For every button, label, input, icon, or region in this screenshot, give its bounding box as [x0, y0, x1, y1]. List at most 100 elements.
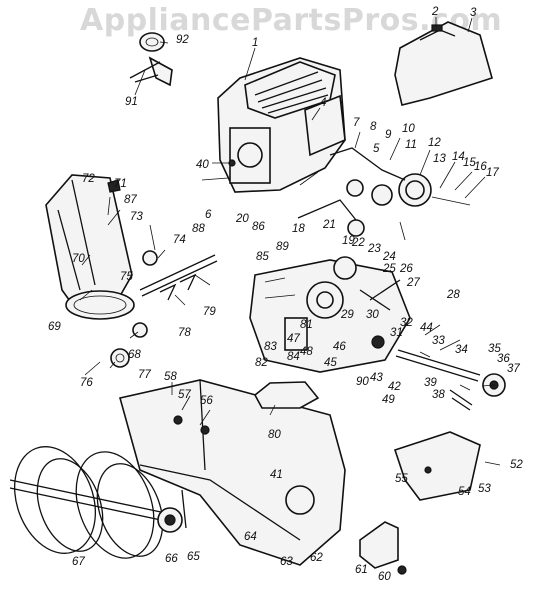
- skid-shoe: [359, 521, 407, 575]
- label-83: 83: [264, 341, 277, 353]
- label-8: 8: [370, 121, 377, 133]
- label-18: 18: [292, 223, 305, 235]
- label-79: 79: [203, 306, 216, 318]
- engine: [217, 57, 346, 193]
- label-60: 60: [378, 571, 391, 583]
- label-86: 86: [252, 221, 265, 233]
- label-10: 10: [402, 123, 415, 135]
- part-labels: 1 2 3 4 5 6 7 8 9 10 11 12 13 14 15 16 1…: [48, 6, 523, 583]
- label-22: 22: [351, 237, 365, 249]
- label-92: 92: [176, 34, 189, 46]
- label-49: 49: [382, 394, 395, 406]
- label-44: 44: [420, 322, 433, 334]
- label-34: 34: [455, 344, 468, 356]
- label-39: 39: [424, 377, 437, 389]
- label-58: 58: [164, 371, 177, 383]
- label-29: 29: [340, 309, 354, 321]
- label-32: 32: [400, 317, 413, 329]
- label-27: 27: [406, 277, 420, 289]
- label-9: 9: [385, 129, 392, 141]
- label-89: 89: [276, 241, 289, 253]
- engine-cover: [394, 21, 493, 106]
- label-67: 67: [72, 556, 85, 568]
- label-90: 90: [356, 376, 369, 388]
- label-69: 69: [48, 321, 61, 333]
- label-14: 14: [452, 151, 465, 163]
- drive-frame: [249, 256, 411, 373]
- label-75: 75: [120, 271, 133, 283]
- label-6: 6: [205, 209, 212, 221]
- label-1: 1: [252, 37, 258, 49]
- label-38: 38: [432, 389, 445, 401]
- label-31: 31: [390, 327, 403, 339]
- pulley-assembly: [297, 147, 471, 237]
- chute-crank: [139, 250, 218, 301]
- label-68: 68: [128, 349, 141, 361]
- label-12: 12: [428, 137, 441, 149]
- label-85: 85: [256, 251, 269, 263]
- leader-lines: [79, 17, 501, 466]
- label-87: 87: [124, 194, 137, 206]
- label-23: 23: [367, 243, 381, 255]
- label-88: 88: [192, 223, 205, 235]
- label-84: 84: [287, 351, 300, 363]
- label-43: 43: [370, 372, 383, 384]
- label-36: 36: [497, 353, 510, 365]
- label-19: 19: [342, 235, 355, 247]
- label-54: 54: [458, 486, 471, 498]
- label-45: 45: [324, 357, 337, 369]
- label-65: 65: [187, 551, 200, 563]
- auger-housing: [119, 379, 346, 566]
- label-35: 35: [488, 343, 501, 355]
- discharge-chute: [45, 174, 135, 320]
- label-61: 61: [355, 564, 368, 576]
- label-47: 47: [287, 333, 300, 345]
- label-16: 16: [474, 161, 487, 173]
- label-74: 74: [173, 234, 186, 246]
- label-81: 81: [300, 319, 313, 331]
- label-52: 52: [510, 459, 523, 471]
- label-28: 28: [446, 289, 460, 301]
- auger: [9, 446, 187, 559]
- label-13: 13: [433, 153, 446, 165]
- label-48: 48: [300, 346, 313, 358]
- label-71: 71: [114, 178, 127, 190]
- label-70: 70: [72, 253, 85, 265]
- label-7: 7: [353, 117, 360, 129]
- label-78: 78: [178, 327, 191, 339]
- label-2: 2: [431, 6, 439, 18]
- label-42: 42: [388, 381, 401, 393]
- label-33: 33: [432, 335, 445, 347]
- label-63: 63: [280, 556, 293, 568]
- label-21: 21: [322, 219, 336, 231]
- label-4: 4: [320, 97, 326, 109]
- label-77: 77: [138, 369, 151, 381]
- label-55: 55: [395, 473, 408, 485]
- label-5: 5: [373, 143, 380, 155]
- label-73: 73: [130, 211, 143, 223]
- key-switch: [129, 32, 173, 87]
- label-41: 41: [270, 469, 283, 481]
- label-3: 3: [470, 7, 477, 19]
- label-37: 37: [507, 363, 520, 375]
- label-11: 11: [405, 139, 417, 151]
- label-64: 64: [244, 531, 257, 543]
- label-57: 57: [178, 389, 191, 401]
- label-17: 17: [486, 167, 499, 179]
- label-72: 72: [82, 173, 95, 185]
- label-91: 91: [125, 96, 138, 108]
- label-40: 40: [196, 159, 209, 171]
- label-25: 25: [382, 263, 396, 275]
- label-24: 24: [382, 251, 396, 263]
- label-15: 15: [463, 157, 476, 169]
- label-82: 82: [255, 357, 268, 369]
- axle-shaft: [395, 349, 506, 411]
- label-80: 80: [268, 429, 281, 441]
- label-46: 46: [333, 341, 346, 353]
- label-66: 66: [165, 553, 178, 565]
- label-53: 53: [478, 483, 491, 495]
- side-plate: [393, 431, 481, 501]
- label-30: 30: [366, 309, 379, 321]
